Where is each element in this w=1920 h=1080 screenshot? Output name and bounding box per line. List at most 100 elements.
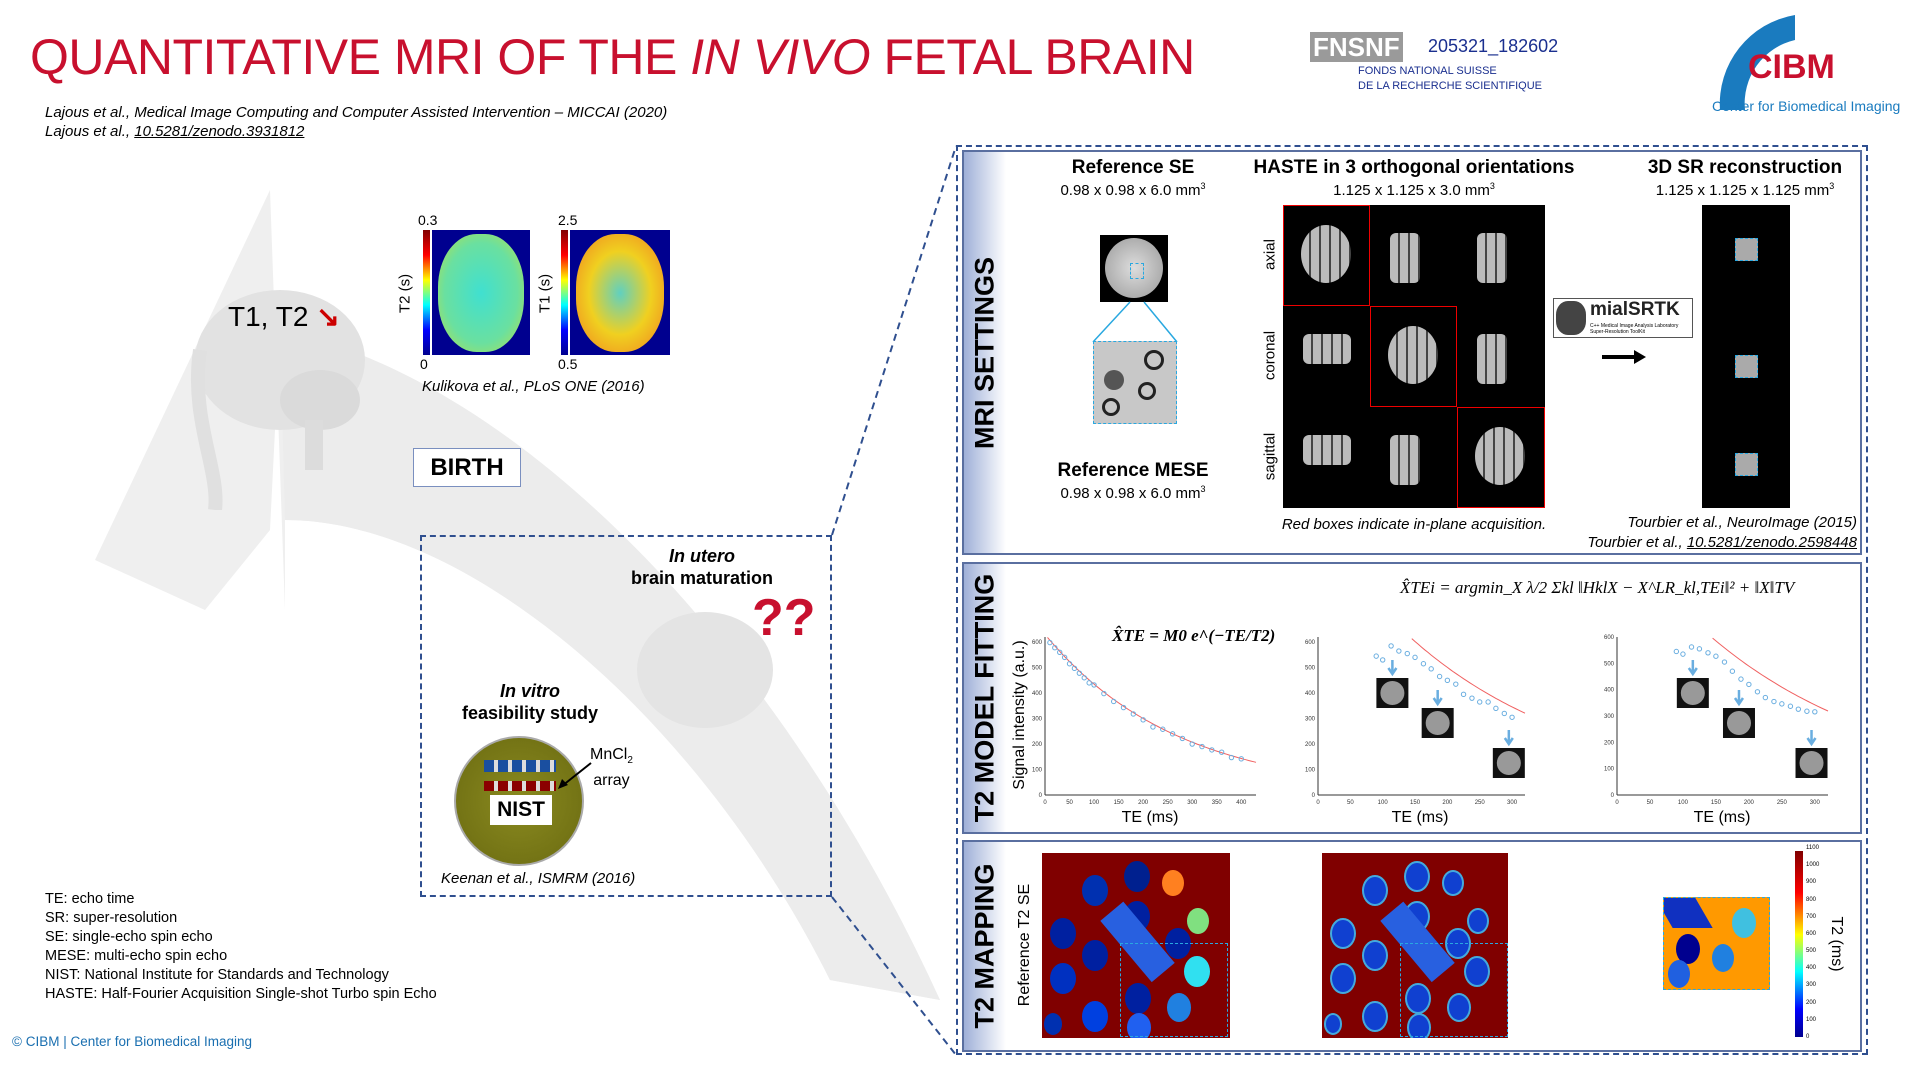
sr-dims: 1.125 x 1.125 x 1.125 mm3 [1655,181,1835,199]
colorbar-tick: 900 [1806,879,1817,886]
data-point [1509,714,1515,720]
data-point [1396,648,1402,654]
slice-thumbnail-phantom [1380,681,1405,705]
slice-thumbnail-phantom [1680,681,1705,705]
colorbar-tick: 300 [1806,982,1817,989]
data-point [1754,689,1761,695]
haste-slice [1457,407,1544,508]
colorbar-tick: 1000 [1806,862,1820,869]
decrease-arrow-icon: ↘ [316,301,340,332]
data-point [1420,661,1427,667]
methods-panel [956,145,1868,1055]
reference-t2-map [1042,853,1230,1038]
reference-t2-se-label: Reference T2 SE [1016,883,1033,1007]
data-point [1101,690,1107,697]
data-point [1812,709,1818,715]
pointer-arrow-icon [558,762,592,789]
question-marks: ?? [752,589,816,647]
sr-objective-formula: X̂TEi = argmin_X λ/2 Σkl ‖HklX − X^LR_kl… [1400,578,1795,597]
data-point [1404,650,1410,657]
zenodo-link[interactable]: 10.5281/zenodo.3931812 [134,123,305,140]
data-point [1428,666,1434,672]
t1-colorbar-max: 2.5 [558,212,578,228]
y-tick-label: 500 [1305,666,1316,672]
reference-se-dims: 0.98 x 0.98 x 6.0 mm3 [1060,181,1206,199]
sr-t2-map-zoom [1663,897,1770,990]
birth-label: BIRTH [413,448,521,487]
x-axis-label-3: TE (ms) [1693,809,1751,826]
x-tick-label: 400 [1236,800,1247,806]
reference-zenodo: Lajous et al., 10.5281/zenodo.3931812 [45,123,305,140]
data-point [1738,676,1744,682]
down-arrow-icon [1806,730,1817,747]
t1-colorbar-min: 0.5 [558,356,578,372]
y-tick-label: 100 [1305,768,1316,774]
x-tick-label: 0 [1043,800,1047,806]
tourbier-zenodo: Tourbier et al., 10.5281/zenodo.2598448 [1587,534,1857,551]
t2-colorbar-min: 0 [420,356,428,372]
x-tick-label: 150 [1410,800,1421,806]
y-tick-label: 400 [1604,688,1615,694]
haste-slice [1370,306,1457,407]
fit-curve [1712,637,1829,712]
page-title: QUANTITATIVE MRI OF THE IN VIVO FETAL BR… [30,29,1195,85]
y-tick-label: 400 [1032,691,1043,697]
data-point [1469,695,1475,701]
data-point [1081,675,1087,681]
vial [1082,940,1108,972]
data-point [1228,754,1235,761]
data-point [1688,644,1695,650]
vial [1404,861,1430,893]
data-point [1787,703,1794,709]
tourbier-zenodo-link[interactable]: 10.5281/zenodo.2598448 [1686,534,1857,551]
x-tick-label: 100 [1678,800,1689,806]
x-tick-label: 250 [1777,800,1788,806]
haste-image-grid [1283,205,1545,508]
data-point [1729,668,1736,674]
sr-title: 3D SR reconstruction [1647,157,1843,178]
data-point [1804,708,1810,714]
y-tick-label: 200 [1305,742,1316,748]
data-point [1057,649,1063,655]
data-point [1771,698,1777,705]
haste-slice [1370,407,1457,508]
reference-se-image [1100,235,1168,302]
haste-slice [1283,407,1370,508]
data-point [1795,706,1802,712]
data-point [1453,681,1459,687]
data-point [1436,673,1443,680]
t2-colorbar [423,230,430,355]
data-point [1120,704,1127,711]
vial [1050,963,1076,995]
data-point [1379,657,1386,663]
cibm-logo-text: CIBM [1748,48,1835,86]
data-point [1140,717,1146,723]
data-point [1493,705,1499,712]
vial [1407,1013,1431,1038]
data-point [1762,694,1769,701]
data-point [1169,731,1176,737]
fetal-study-box [420,535,832,897]
haste-slice [1457,205,1544,306]
x-tick-label: 50 [1647,800,1654,806]
vial [1082,875,1108,907]
data-point [1076,670,1083,676]
y-axis-label: Signal intensity (a.u.) [1011,640,1028,790]
y-tick-label: 200 [1604,740,1615,746]
data-point [1130,711,1137,717]
t2-colorbar-max: 0.3 [418,212,438,228]
nist-label: NIST [490,795,552,825]
vial [1167,993,1191,1022]
y-tick-label: 300 [1604,714,1615,720]
x-axis-label-2: TE (ms) [1391,809,1449,826]
fetal-brain-icon [637,612,773,728]
abbreviation-item: MESE: multi-echo spin echo [45,948,228,964]
zoom-region [1400,943,1508,1037]
zoom-region [1120,943,1228,1037]
data-point [1373,653,1379,659]
fit-curve [1047,637,1257,763]
